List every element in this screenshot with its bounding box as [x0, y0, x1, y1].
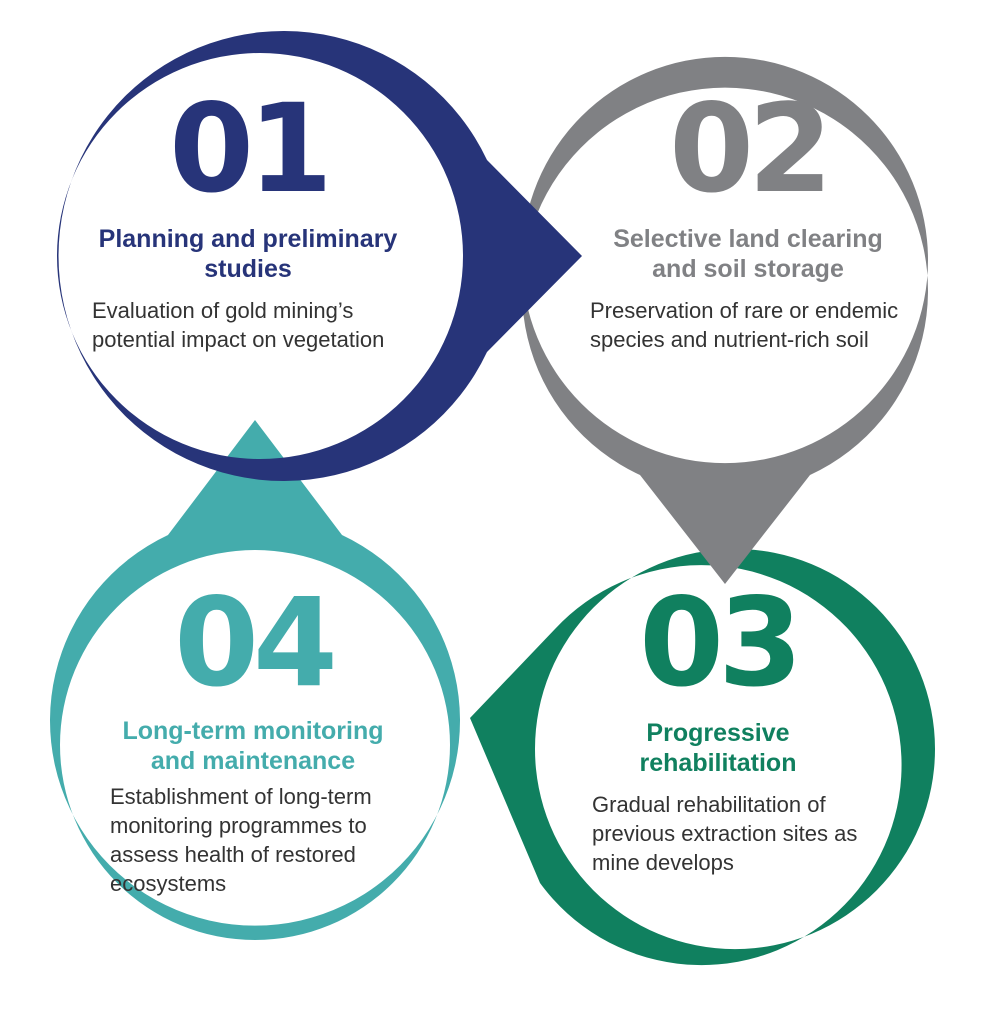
step-01-title-line1: Planning and preliminary — [98, 225, 398, 253]
step-04-title-line1: Long-term monitoring — [122, 717, 384, 745]
step-04-number: 04 — [174, 572, 338, 714]
step-04-desc-line1: Establishment of long-term — [110, 784, 372, 809]
step-03-description: Gradual rehabilitation of previous extra… — [548, 790, 888, 877]
step-01-desc-line2: potential impact on vegetation — [92, 327, 385, 352]
step-02-desc-line1: Preservation of rare or endemic — [590, 298, 899, 323]
step-02-title: Selective land clearing and soil storage — [568, 224, 928, 284]
step-04-ring — [50, 420, 460, 940]
step-02-ring — [522, 56, 928, 584]
step-04-desc-line3: assess health of restored — [110, 842, 356, 867]
step-02: 02 Selective land clearing and soil stor… — [568, 88, 928, 354]
step-02-desc-line2: species and nutrient-rich soil — [590, 327, 869, 352]
step-03-desc-line2: previous extraction sites as — [592, 821, 858, 846]
step-01-title-line2: studies — [204, 255, 292, 283]
step-02-title-line2: and soil storage — [652, 255, 844, 283]
step-02-title-line1: Selective land clearing — [613, 225, 883, 253]
step-01: 01 Planning and preliminary studies Eval… — [78, 88, 418, 354]
step-03-desc-line3: mine develops — [592, 850, 734, 875]
step-01-number: 01 — [169, 78, 333, 220]
step-02-number: 02 — [669, 78, 833, 220]
step-03-desc-line1: Gradual rehabilitation of — [592, 792, 826, 817]
step-04-desc-line4: ecosystems — [110, 871, 227, 896]
step-03-number: 03 — [639, 572, 803, 714]
step-03-title: Progressive rehabilitation — [548, 718, 888, 778]
step-04-description: Establishment of long-term monitoring pr… — [78, 782, 428, 898]
step-02-description: Preservation of rare or endemic species … — [568, 296, 928, 354]
step-01-description: Evaluation of gold mining’s potential im… — [78, 296, 418, 354]
step-04-desc-line2: monitoring programmes to — [110, 813, 367, 838]
step-01-ring — [57, 31, 582, 482]
step-01-title: Planning and preliminary studies — [78, 224, 418, 284]
step-03-title-line2: rehabilitation — [639, 749, 797, 777]
step-04-title: Long-term monitoring and maintenance — [78, 716, 428, 776]
step-04: 04 Long-term monitoring and maintenance … — [78, 582, 428, 898]
step-01-desc-line1: Evaluation of gold mining’s — [92, 298, 354, 323]
step-03-title-line1: Progressive — [646, 719, 790, 747]
step-04-title-line2: and maintenance — [150, 747, 356, 775]
step-03: 03 Progressive rehabilitation Gradual re… — [548, 582, 888, 877]
